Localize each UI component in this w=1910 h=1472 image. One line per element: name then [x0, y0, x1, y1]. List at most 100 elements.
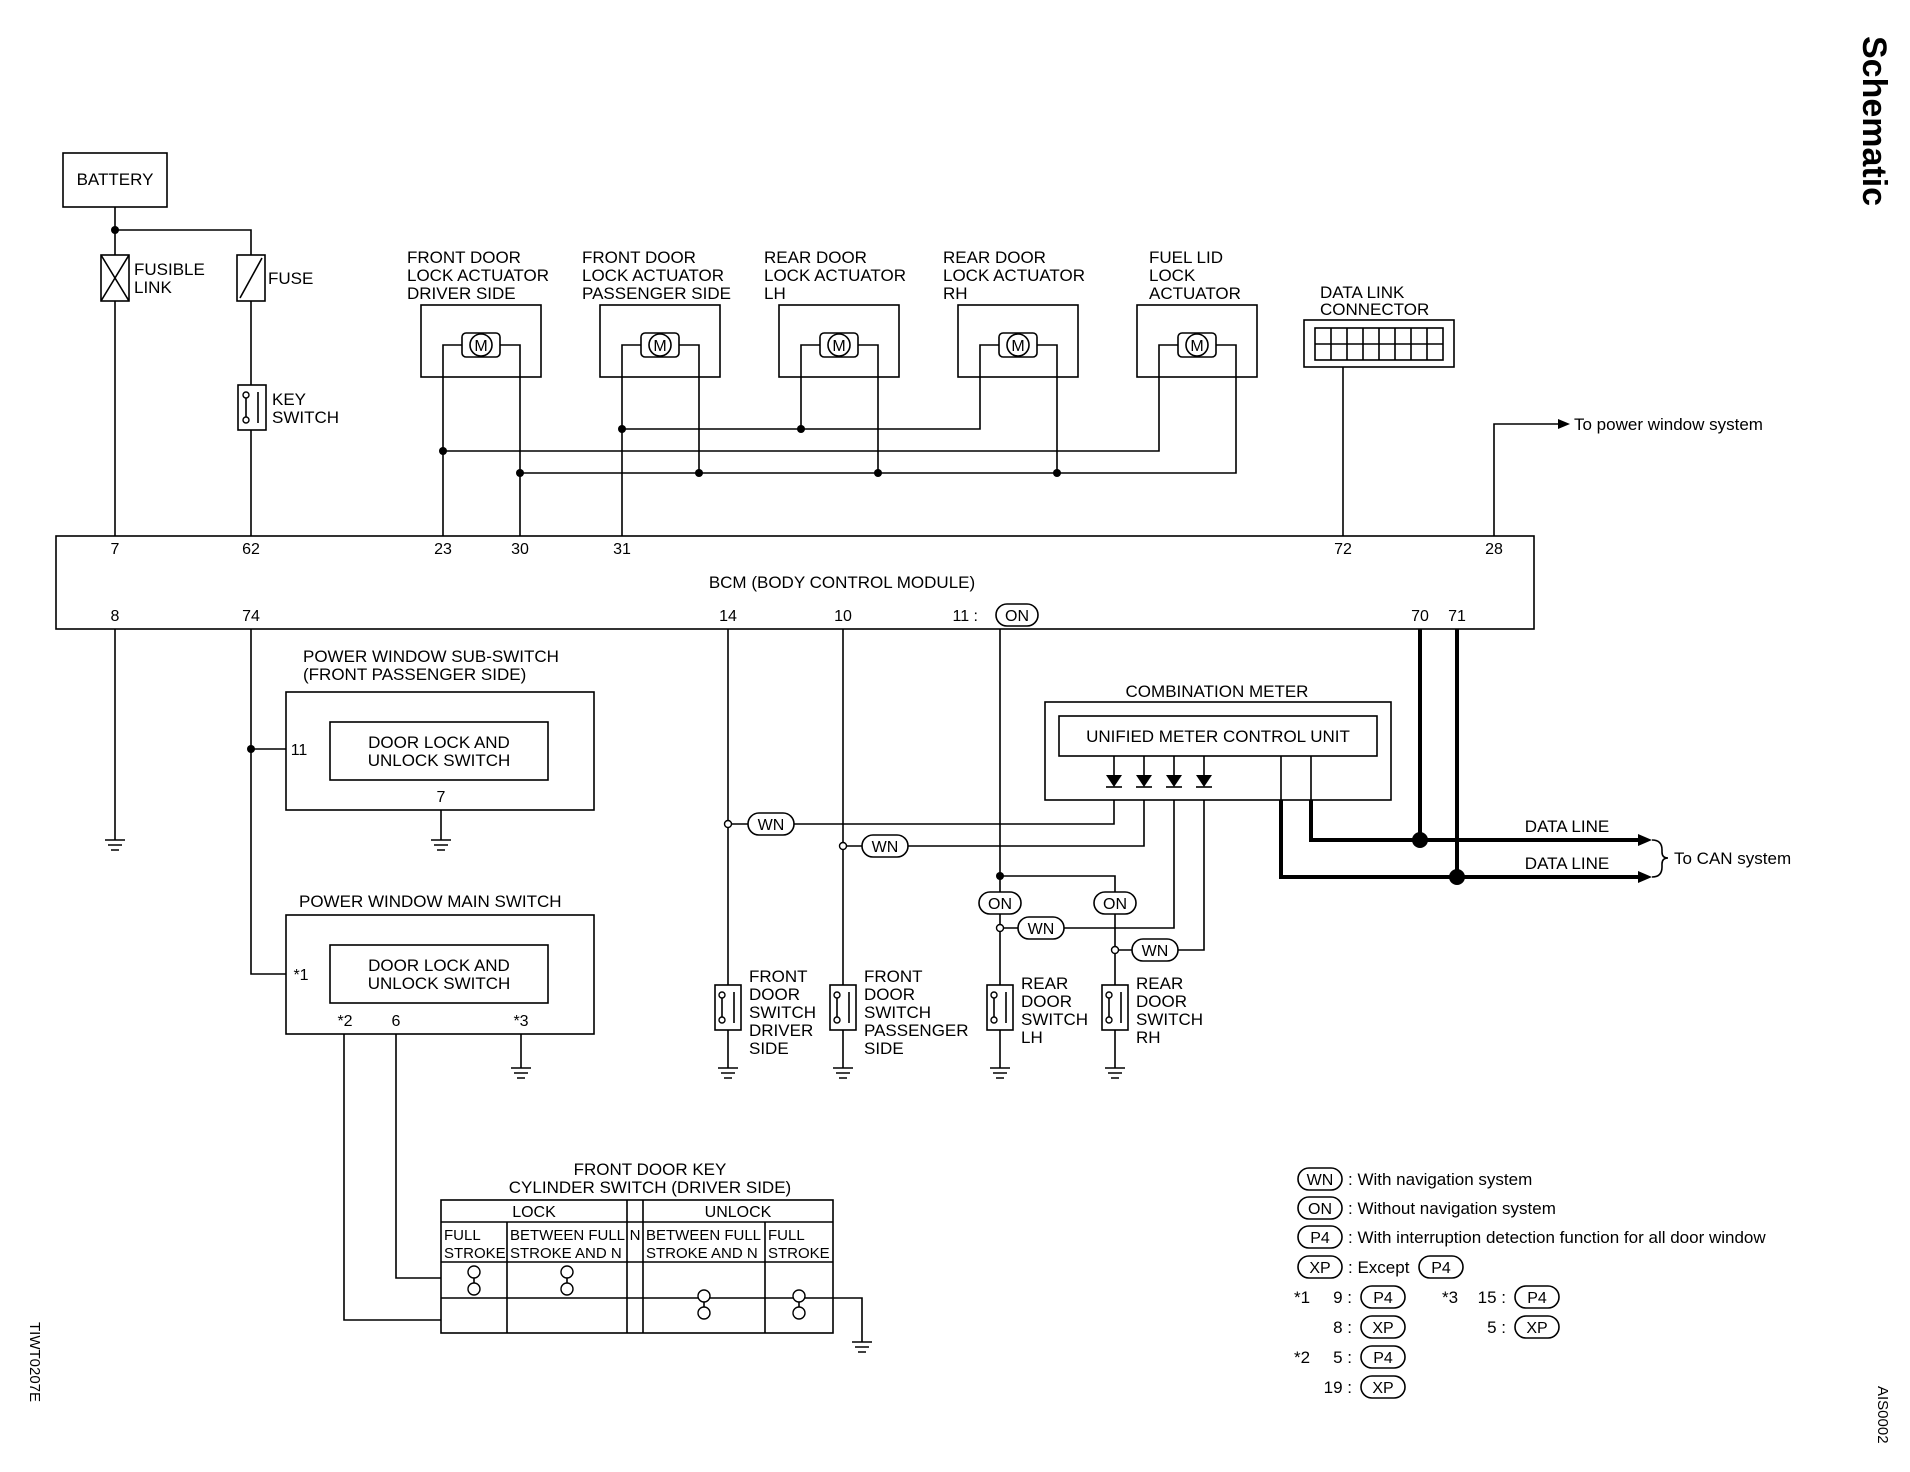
switch-label: DOOR: [749, 985, 800, 1004]
pin-label: 28: [1485, 541, 1503, 558]
page-title: Schematic: [1855, 36, 1893, 206]
footnote-pin: 5 :: [1487, 1318, 1506, 1337]
pin-label: *1: [293, 967, 308, 984]
fusible-link-label-2: LINK: [134, 278, 172, 297]
col-between: STROKE AND N: [510, 1245, 622, 1262]
actuator-label: DRIVER SIDE: [407, 284, 516, 303]
main-switch-inner-1: DOOR LOCK AND: [368, 956, 510, 975]
unlock-header: UNLOCK: [705, 1204, 772, 1221]
badge-on: ON: [1103, 896, 1127, 913]
footnote-pin: 9 :: [1333, 1288, 1352, 1307]
switch-label: SWITCH: [1021, 1010, 1088, 1029]
pin-label: *2: [337, 1013, 352, 1030]
key-cylinder-title-1: FRONT DOOR KEY: [574, 1160, 727, 1179]
motor-icon: M: [1190, 338, 1203, 355]
actuator-label: LOCK ACTUATOR: [407, 266, 549, 285]
data-line-label: DATA LINE: [1525, 854, 1609, 873]
actuator-rear-lh: REAR DOOR LOCK ACTUATOR LH M: [764, 248, 906, 378]
actuator-front-passenger: FRONT DOOR LOCK ACTUATOR PASSENGER SIDE …: [582, 248, 731, 378]
legend-badge: P4: [1310, 1230, 1330, 1247]
switch-label: LH: [1021, 1028, 1043, 1047]
switch-label: SIDE: [749, 1039, 789, 1058]
fuse-label: FUSE: [268, 269, 313, 288]
switch-label: DOOR: [1021, 992, 1072, 1011]
pin-label: 11: [291, 742, 308, 759]
fusible-link: FUSIBLE LINK: [100, 254, 205, 302]
sub-switch-title-1: POWER WINDOW SUB-SWITCH: [303, 647, 559, 666]
door-switch-front-driver: FRONT DOOR SWITCH DRIVER SIDE: [714, 967, 816, 1058]
pin-label: 10: [834, 608, 852, 625]
legend-badge: XP: [1372, 1320, 1393, 1337]
key-switch-label-1: KEY: [272, 390, 306, 409]
pin-label: 11 :: [953, 608, 979, 625]
switch-label: SIDE: [864, 1039, 904, 1058]
footnote-mark: *3: [1442, 1288, 1458, 1307]
col-between: BETWEEN FULL: [646, 1227, 761, 1244]
battery-label: BATTERY: [77, 170, 154, 189]
pin-label: 74: [242, 608, 260, 625]
legend-badge: P4: [1527, 1290, 1547, 1307]
pin-label: 23: [434, 541, 452, 558]
data-link-connector: DATA LINK CONNECTOR: [1303, 283, 1455, 368]
sub-switch-title-2: (FRONT PASSENGER SIDE): [303, 665, 526, 684]
actuator-label: PASSENGER SIDE: [582, 284, 731, 303]
switch-label: DOOR: [1136, 992, 1187, 1011]
actuator-label: LOCK ACTUATOR: [943, 266, 1085, 285]
legend-text: : With navigation system: [1348, 1170, 1532, 1189]
bcm: BCM (BODY CONTROL MODULE) 7 62 23 30 31 …: [55, 535, 1535, 630]
key-switch: KEY SWITCH: [237, 384, 339, 431]
door-switch-rear-rh: REAR DOOR SWITCH RH: [1101, 974, 1203, 1047]
pin-label: 8: [111, 608, 120, 625]
badge-wn: WN: [872, 839, 899, 856]
power-window-note: To power window system: [1574, 415, 1763, 434]
side-code-left: TIWT0207E: [26, 1322, 43, 1402]
pin-label: 71: [1448, 608, 1466, 625]
pin-label: *3: [513, 1013, 528, 1030]
actuator-label: FRONT DOOR: [407, 248, 521, 267]
switch-label: SWITCH: [864, 1003, 931, 1022]
pin-label: 7: [111, 541, 120, 558]
col-between: BETWEEN FULL: [510, 1227, 625, 1244]
actuator-label: LOCK ACTUATOR: [582, 266, 724, 285]
can-note: To CAN system: [1674, 849, 1791, 868]
lock-header: LOCK: [512, 1204, 556, 1221]
door-switch-rear-lh: REAR DOOR SWITCH LH: [986, 974, 1088, 1047]
meter-control-unit: UNIFIED METER CONTROL UNIT: [1086, 727, 1350, 746]
fusible-link-label-1: FUSIBLE: [134, 260, 205, 279]
switch-label: SWITCH: [1136, 1010, 1203, 1029]
actuator-label: FUEL LID: [1149, 248, 1223, 267]
switch-label: REAR: [1136, 974, 1183, 993]
legend-text: : With interruption detection function f…: [1348, 1228, 1766, 1247]
key-switch-label-2: SWITCH: [272, 408, 339, 427]
legend-badge: P4: [1373, 1350, 1393, 1367]
switch-label: SWITCH: [749, 1003, 816, 1022]
data-link-label-2: CONNECTOR: [1320, 300, 1429, 319]
legend: WN : With navigation system ON : Without…: [1294, 1167, 1766, 1399]
footnote-pin: 15 :: [1478, 1288, 1506, 1307]
badge-wn: WN: [1142, 943, 1169, 960]
bcm-label: BCM (BODY CONTROL MODULE): [709, 573, 975, 592]
col-between: STROKE AND N: [646, 1245, 758, 1262]
switch-label: DRIVER: [749, 1021, 813, 1040]
col-full-stroke: STROKE: [444, 1245, 506, 1262]
sub-switch-inner-2: UNLOCK SWITCH: [368, 751, 511, 770]
badge-on: ON: [1005, 608, 1029, 625]
pin-label: 6: [392, 1013, 401, 1030]
combination-meter-title: COMBINATION METER: [1126, 682, 1309, 701]
battery: BATTERY: [62, 152, 168, 208]
footnote-mark: *2: [1294, 1348, 1310, 1367]
key-cylinder-title-2: CYLINDER SWITCH (DRIVER SIDE): [509, 1178, 791, 1197]
legend-badge: P4: [1373, 1290, 1393, 1307]
actuator-label: REAR DOOR: [943, 248, 1046, 267]
actuator-front-driver: FRONT DOOR LOCK ACTUATOR DRIVER SIDE M: [407, 248, 549, 378]
fuse: FUSE: [236, 254, 313, 302]
col-full-stroke: FULL: [444, 1227, 481, 1244]
actuator-label: FRONT DOOR: [582, 248, 696, 267]
switch-label: FRONT: [749, 967, 808, 986]
combination-meter: COMBINATION METER UNIFIED METER CONTROL …: [1044, 682, 1392, 801]
data-line-label: DATA LINE: [1525, 817, 1609, 836]
pin-label: 72: [1334, 541, 1352, 558]
actuator-label: RH: [943, 284, 968, 303]
motor-icon: M: [474, 338, 487, 355]
